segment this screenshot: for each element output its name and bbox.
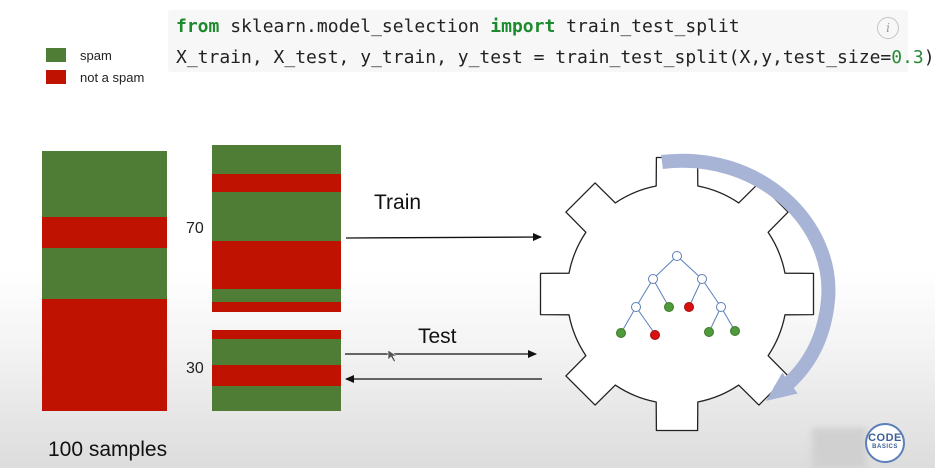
watermark-smudge [812, 428, 866, 468]
legend-label-not-spam: not a spam [80, 69, 145, 85]
code-cell: from sklearn.model_selection import trai… [168, 10, 935, 72]
full-dataset-bar [42, 151, 167, 411]
total-samples-label: 100 samples [48, 438, 168, 461]
train-arrow-label: Train [374, 191, 422, 214]
gear-icon [539, 156, 815, 432]
train-segment-not-spam [212, 302, 341, 312]
test-segment-spam [212, 339, 341, 365]
codebasics-logo: CODE BASICS [865, 423, 905, 463]
decision-tree-icon [616, 251, 740, 340]
legend-label-spam: spam [80, 47, 112, 63]
diagram-graphics [345, 153, 836, 432]
test-set-bar [212, 330, 341, 411]
test-segment-spam [212, 386, 341, 411]
test-segment-not-spam [212, 365, 341, 386]
legend-swatch-not-spam [46, 70, 66, 84]
train-segment-not-spam [212, 241, 341, 289]
code-keyword-import: import [490, 16, 556, 37]
code-line-import: from sklearn.model_selection import trai… [176, 16, 740, 37]
dataset-segment-not-spam [42, 217, 167, 248]
test-count-label: 30 [186, 360, 204, 377]
legend-item-not-spam: not a spam [46, 66, 144, 88]
code-keyword-from: from [176, 16, 220, 37]
dataset-segment-spam [42, 248, 167, 299]
dataset-segment-not-spam [42, 299, 167, 411]
code-function-name: train_test_split [555, 16, 740, 37]
train-segment-not-spam [212, 174, 341, 192]
legend: spam not a spam [46, 44, 144, 88]
train-arrow [345, 233, 542, 242]
rotation-arrow-icon [661, 153, 836, 401]
legend-swatch-spam [46, 48, 66, 62]
train-set-bar [212, 145, 341, 312]
train-count-label: 70 [186, 220, 204, 237]
code-module: sklearn.model_selection [219, 16, 491, 37]
train-segment-spam [212, 289, 341, 302]
train-segment-spam [212, 192, 341, 241]
logo-text-bottom: BASICS [872, 444, 898, 450]
info-icon[interactable]: i [877, 17, 899, 39]
code-split-call: X_train, X_test, y_train, y_test = train… [176, 47, 892, 68]
test-segment-not-spam [212, 330, 341, 339]
logo-text-top: CODE [868, 432, 902, 444]
code-closing-paren: ) [923, 47, 935, 68]
test-arrow-label: Test [418, 325, 457, 348]
dataset-segment-spam [42, 151, 167, 217]
train-segment-spam [212, 145, 341, 174]
code-test-size-value: 0.3 [891, 47, 924, 68]
legend-item-spam: spam [46, 44, 144, 66]
cursor-icon [387, 349, 398, 363]
code-line-split: X_train, X_test, y_train, y_test = train… [176, 47, 935, 68]
